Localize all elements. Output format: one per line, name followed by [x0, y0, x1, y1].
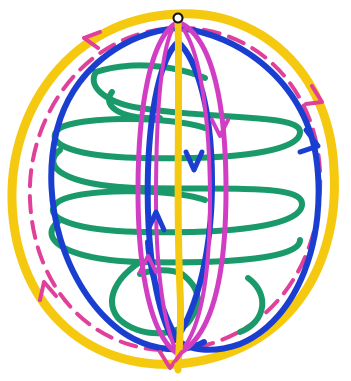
yellow-central-axis [178, 20, 181, 370]
arrow-down-icon [186, 152, 202, 170]
bottom-pole-point [175, 363, 181, 369]
top-pole-point [174, 14, 183, 23]
